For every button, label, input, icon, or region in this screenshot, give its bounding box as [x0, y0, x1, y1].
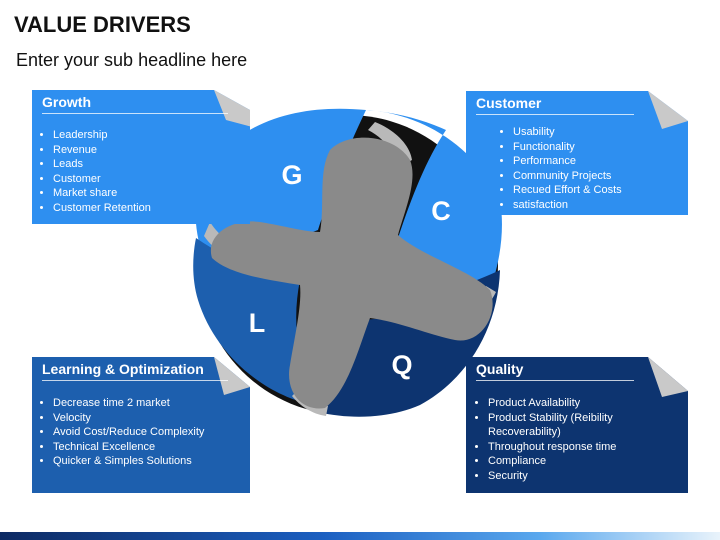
list-item: Customer Retention	[53, 201, 151, 216]
learning-list: Decrease time 2 market Velocity Avoid Co…	[38, 396, 204, 469]
list-item: satisfaction	[513, 198, 622, 213]
list-item: Functionality	[513, 140, 622, 155]
quality-list: Product Availability Product Stability (…	[473, 396, 658, 483]
customer-divider	[476, 114, 634, 115]
list-item: Quicker & Simples Solutions	[53, 454, 204, 469]
list-item: Technical Excellence	[53, 440, 204, 455]
quality-divider	[476, 380, 634, 381]
quality-box-shape	[466, 357, 688, 493]
list-item: Revenue	[53, 143, 151, 158]
list-item: Community Projects	[513, 169, 622, 184]
list-item: Security	[488, 469, 658, 484]
customer-box-shape	[466, 91, 688, 215]
growth-divider	[42, 113, 228, 114]
list-item: Leadership	[53, 128, 151, 143]
learning-box: Learning & Optimization Decrease time 2 …	[32, 357, 250, 493]
center-cross	[210, 137, 493, 409]
page-subtitle: Enter your sub headline here	[16, 50, 248, 70]
list-item: Product Availability	[488, 396, 658, 411]
customer-heading: Customer	[476, 95, 542, 111]
list-item: Leads	[53, 157, 151, 172]
list-item: Market share	[53, 186, 151, 201]
list-item: Usability	[513, 125, 622, 140]
letter-l: L	[249, 308, 266, 338]
list-item: Avoid Cost/Reduce Complexity	[53, 425, 204, 440]
bottom-accent-bar	[0, 532, 720, 540]
letter-c: C	[431, 196, 451, 226]
list-item: Decrease time 2 market	[53, 396, 204, 411]
quality-heading: Quality	[476, 361, 524, 377]
customer-list: Usability Functionality Performance Comm…	[498, 125, 622, 212]
learning-box-shape	[32, 357, 250, 493]
letter-q: Q	[391, 350, 412, 380]
list-item: Product Stability (Reibility Recoverabil…	[488, 411, 658, 440]
list-item: Compliance	[488, 454, 658, 469]
list-item: Performance	[513, 154, 622, 169]
letter-g: G	[281, 160, 302, 190]
learning-divider	[42, 380, 228, 381]
list-item: Throughout response time	[488, 440, 658, 455]
list-item: Customer	[53, 172, 151, 187]
customer-box: Customer Usability Functionality Perform…	[466, 91, 688, 215]
growth-list: Leadership Revenue Leads Customer Market…	[38, 128, 151, 215]
learning-heading: Learning & Optimization	[42, 361, 204, 377]
list-item: Recued Effort & Costs	[513, 183, 622, 198]
growth-box: Growth Leadership Revenue Leads Customer…	[32, 90, 250, 224]
growth-heading: Growth	[42, 94, 91, 110]
list-item: Velocity	[53, 411, 204, 426]
quality-box: Quality Product Availability Product Sta…	[466, 357, 688, 493]
page-title: VALUE DRIVERS	[14, 12, 191, 37]
growth-box-shape	[32, 90, 250, 224]
